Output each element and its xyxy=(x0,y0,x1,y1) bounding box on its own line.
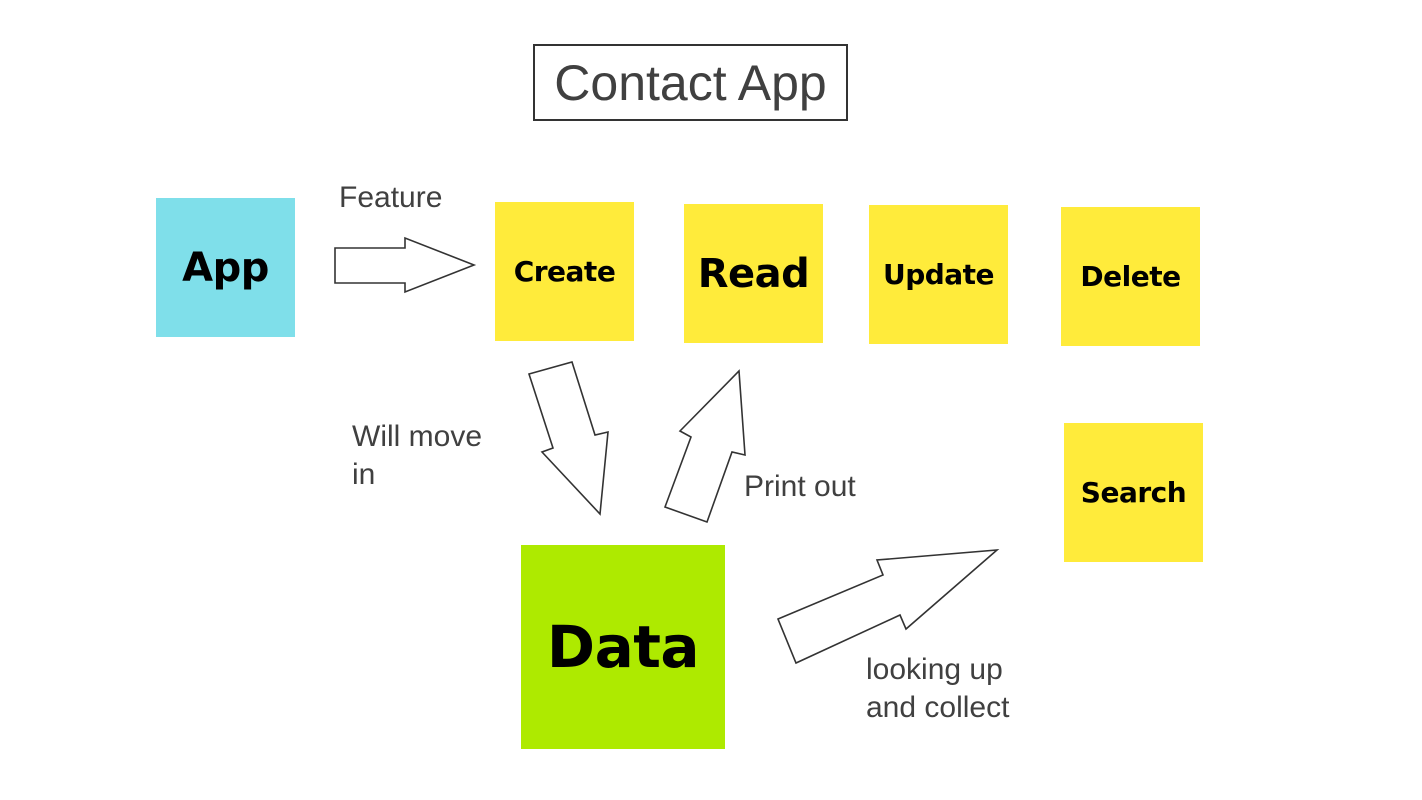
print-out-label: Print out xyxy=(744,470,856,503)
print-out-arrow xyxy=(663,369,746,524)
app-note: App xyxy=(156,198,295,337)
feature-label: Feature xyxy=(339,181,443,214)
looking-up-arrow xyxy=(776,548,1000,665)
read-note: Read xyxy=(684,204,823,343)
create-note: Create xyxy=(495,202,634,341)
search-note: Search xyxy=(1064,423,1203,562)
will-move-in-label: Will move in xyxy=(352,420,483,491)
diagram-title: Contact App xyxy=(533,44,848,121)
looking-up-label: looking up and collect xyxy=(866,653,1010,724)
delete-note: Delete xyxy=(1061,207,1200,346)
will-move-in-arrow xyxy=(527,361,609,516)
feature-arrow xyxy=(334,236,477,294)
update-note: Update xyxy=(869,205,1008,344)
data-note: Data xyxy=(521,545,725,749)
